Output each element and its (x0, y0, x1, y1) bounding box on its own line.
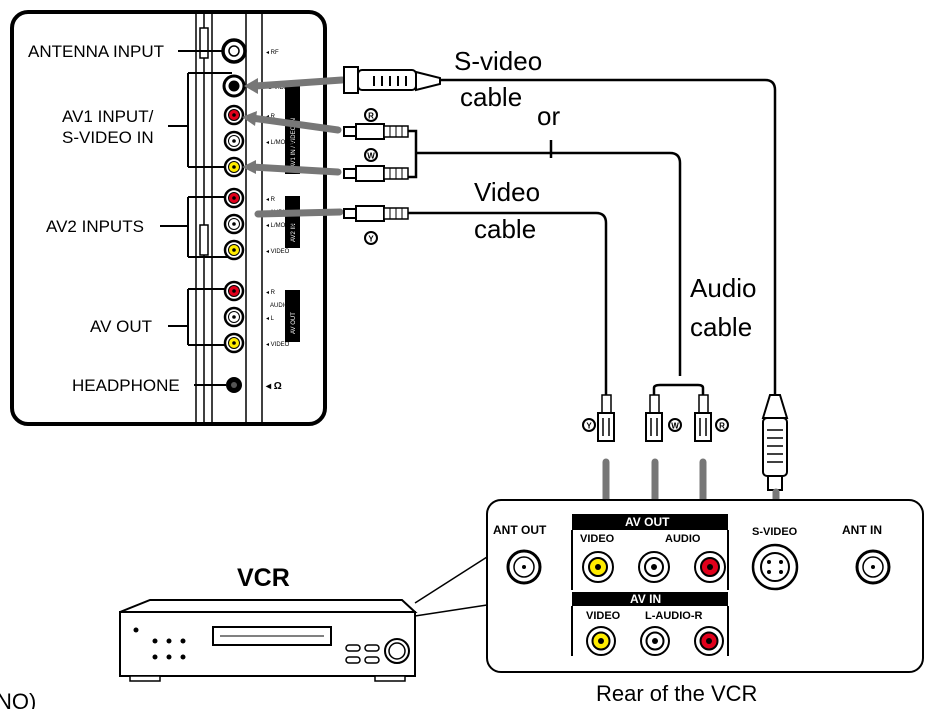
marker-w-tv: W (364, 148, 378, 162)
l-mono-jack-label: ◂ L/MONO (266, 140, 295, 146)
avout-vertical-tag: AV OUT (291, 312, 297, 334)
tv-back-panel: AV1 IN / VIDEO IN AV2 IN AV OUT (10, 10, 327, 426)
rf-jack-label: ◂ RF (266, 50, 279, 56)
s-video-cable-label-line2: cable (460, 82, 522, 112)
vcr-out-video-jack (582, 551, 614, 583)
avout-video-jack-label: ◂ VIDEO (266, 342, 290, 348)
av-out-video-label: VIDEO (580, 533, 615, 545)
antenna-input-label: ANTENNA INPUT (28, 42, 164, 61)
vcr-out-audio-l-jack (638, 551, 670, 583)
vcr-s-video-jack (751, 543, 799, 591)
avout-l-jack (223, 306, 245, 328)
rca-plug-white-tv (343, 165, 409, 182)
s-video-jack (222, 74, 246, 98)
avout-r-jack-label: ◂ R (266, 290, 276, 296)
s-video-cable-label-line1: S-video (454, 46, 542, 76)
rca-plug-yellow-tv (343, 205, 409, 222)
av-out-audio-label: AUDIO (665, 533, 701, 545)
av2-video-jack-label: ◂ VIDEO (266, 249, 290, 255)
avout-l-jack-label: ◂ L (266, 316, 275, 322)
avout-video-jack (223, 332, 245, 354)
av2-r-jack (223, 187, 245, 209)
av-in-header: AV IN (630, 592, 661, 606)
headphone-label: HEADPHONE (72, 376, 180, 395)
svg-text:W: W (671, 422, 679, 431)
svg-text:Y: Y (586, 422, 592, 431)
ant-out-label: ANT OUT (493, 523, 547, 537)
vcr-out-audio-r-jack (694, 551, 726, 583)
vcr-front-unit: VCR (119, 556, 488, 682)
av-out-header: AV OUT (625, 515, 670, 529)
av2-l-mono-jack-label: ◂ L/MONO (266, 223, 295, 229)
audio-cable-label-line2: cable (690, 312, 752, 342)
av2-inputs-label: AV2 INPUTS (46, 217, 144, 236)
marker-r-vcr: R (715, 418, 729, 432)
ant-out-jack (506, 549, 542, 585)
video-cable-label-line1: Video (474, 177, 540, 207)
marker-w-vcr: W (668, 418, 682, 432)
r-jack-label: ◂ R (266, 114, 276, 120)
av1-r-jack (223, 104, 245, 126)
or-label: or (537, 101, 560, 131)
headphone-jack (226, 377, 242, 393)
svg-text:R: R (719, 422, 725, 431)
rear-of-vcr-caption: Rear of the VCR (596, 681, 757, 706)
av1-vertical-tag: AV1 IN / VIDEO IN (291, 118, 297, 168)
vcr-in-audio-l-jack (640, 626, 670, 656)
av-in-video-label: VIDEO (586, 610, 621, 622)
av1-l-jack (223, 130, 245, 152)
svg-text:R: R (368, 112, 374, 121)
rca-plug-red-vcr (694, 394, 712, 442)
av2-video-jack (223, 239, 245, 261)
video-cable-label-line2: cable (474, 214, 536, 244)
ant-in-jack (855, 549, 891, 585)
avout-r-jack (223, 280, 245, 302)
vcr-in-video-jack (586, 626, 616, 656)
vcr-in-audio-r-jack (694, 626, 724, 656)
marker-r-tv: R (364, 108, 378, 122)
av2-vertical-tag: AV2 IN (291, 223, 297, 242)
audio-cable-label-line1: Audio (690, 273, 757, 303)
vcr-title: VCR (237, 564, 290, 592)
av2-l-jack (223, 213, 245, 235)
ant-in-label: ANT IN (842, 523, 882, 537)
av1-input-label-line2: S-VIDEO IN (62, 128, 154, 147)
footer-fragment: NO) (0, 689, 36, 709)
s-video-plug-vcr (761, 394, 789, 491)
avout-audio-label: AUDIO (270, 303, 289, 309)
s-video-plug-tv (343, 66, 441, 94)
vcr-rear-panel: ANT OUT AV OUT VIDEO AUDIO S-VIDEO (486, 499, 924, 706)
av1-video-jack (223, 156, 245, 178)
rca-plug-white-vcr (645, 394, 663, 442)
vcr-s-video-label: S-VIDEO (752, 526, 798, 538)
antenna-jack (221, 38, 247, 64)
svg-text:Y: Y (368, 235, 374, 244)
marker-y-vcr: Y (582, 418, 596, 432)
svg-text:W: W (367, 152, 375, 161)
av-out-label: AV OUT (90, 317, 152, 336)
av2-r-jack-label: ◂ R (266, 197, 276, 203)
av-in-audio-label: L-AUDIO-R (645, 610, 702, 622)
rca-plug-red-tv (343, 123, 409, 140)
rca-plug-yellow-vcr (597, 394, 615, 442)
marker-y-tv: Y (364, 231, 378, 245)
s-video-jack-label: S-VIDEO (268, 85, 293, 91)
av1-input-label-line1: AV1 INPUT/ (62, 107, 154, 126)
headphone-symbol-label: ◂ Ω (265, 381, 282, 392)
